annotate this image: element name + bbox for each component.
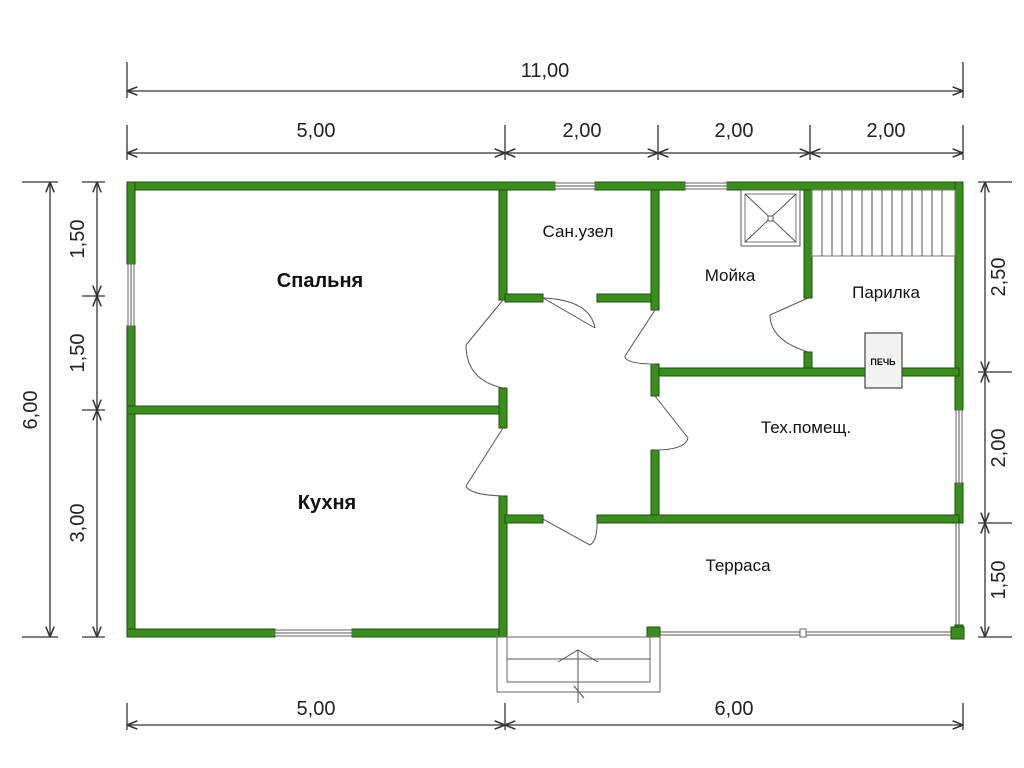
bottom-dimensions: 5,00 6,00 (126, 698, 964, 730)
room-label-bedroom: Спальня (277, 270, 363, 292)
room-labels: Спальня Кухня Сан.узел Мойка Парилка Тех… (277, 222, 921, 575)
dimension-top-3: 2,00 (715, 120, 754, 142)
dimension-left-1: 1,50 (67, 220, 89, 259)
top-dimensions: 11,00 5,00 2,00 2,00 2,00 (126, 60, 964, 160)
dimension-left-total: 6,00 (20, 391, 42, 430)
stove: ПЕЧЬ (864, 332, 903, 389)
dimension-top-total: 11,00 (521, 60, 570, 82)
room-label-steam-room: Парилка (852, 283, 920, 302)
room-label-washroom: Мойка (705, 266, 756, 285)
room-label-bathroom: Сан.узел (543, 222, 614, 241)
dimension-right-3: 1,50 (988, 561, 1010, 600)
room-label-technical-room: Тех.помещ. (761, 418, 851, 437)
right-dimensions: 2,50 2,00 1,50 (978, 181, 1012, 638)
fixtures: ПЕЧЬ (740, 189, 956, 389)
room-label-terrace: Терраса (705, 556, 771, 575)
windows (127, 182, 963, 638)
dimension-right-1: 2,50 (988, 258, 1010, 297)
doors (465, 297, 809, 703)
stove-label: ПЕЧЬ (870, 357, 896, 367)
dimension-top-4: 2,00 (867, 120, 906, 142)
left-dimensions: 6,00 1,50 1,50 3,00 (20, 181, 105, 638)
steam-bench (811, 189, 956, 257)
room-label-kitchen: Кухня (298, 492, 356, 514)
dimension-bottom-2: 6,00 (715, 698, 754, 720)
dimension-top-2: 2,00 (563, 120, 602, 142)
dimension-left-3: 3,00 (67, 504, 89, 543)
dimension-bottom-1: 5,00 (297, 698, 336, 720)
dimension-right-2: 2,00 (988, 429, 1010, 468)
dimension-left-2: 1,50 (67, 334, 89, 373)
dimension-top-1: 5,00 (297, 120, 336, 142)
